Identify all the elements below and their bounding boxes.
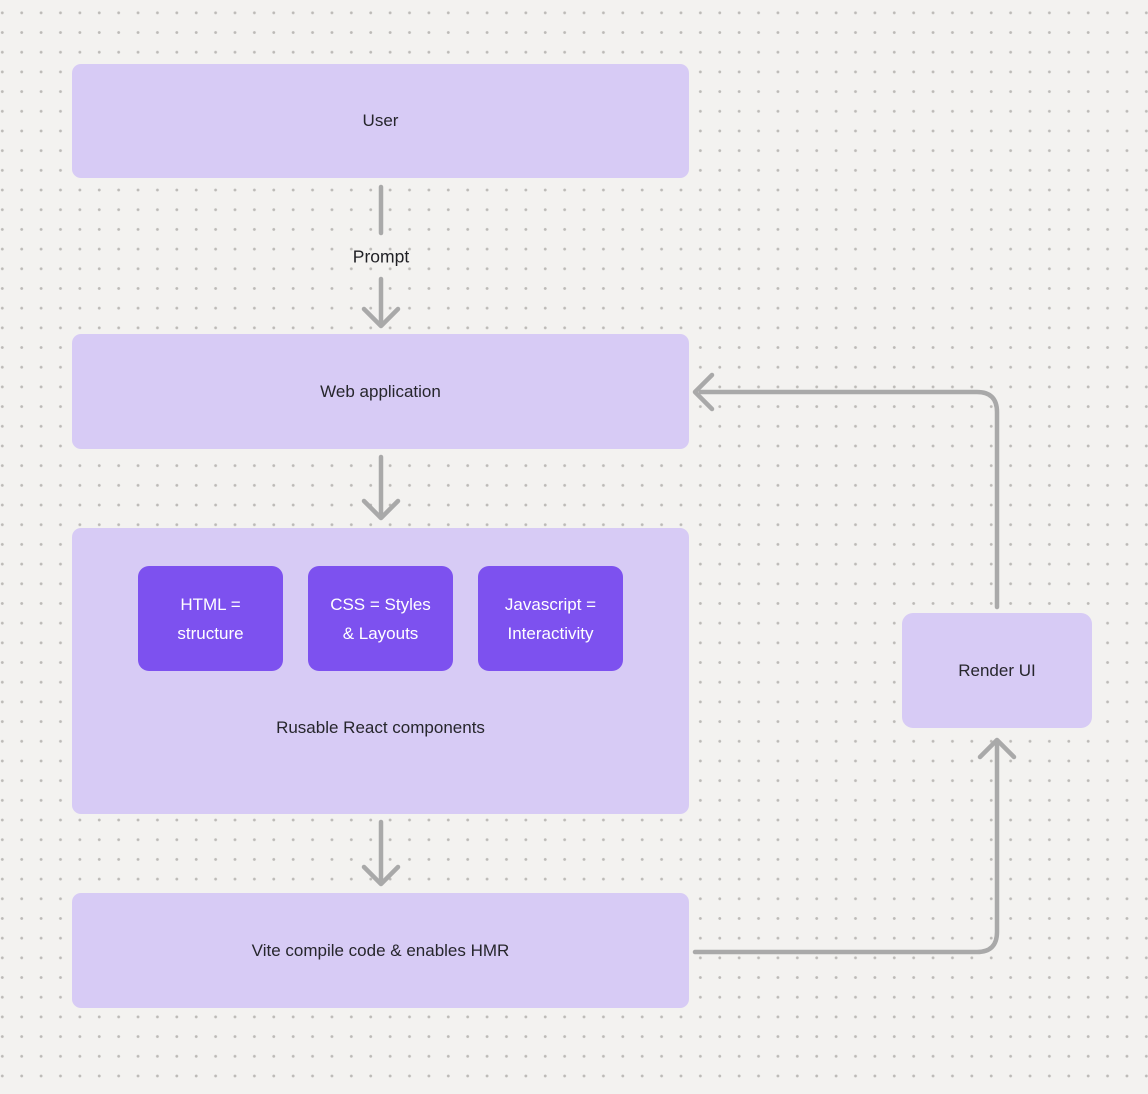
- node-html-label: HTML = structure: [177, 594, 244, 643]
- node-render-ui[interactable]: Render UI: [902, 613, 1092, 728]
- node-user[interactable]: User: [72, 64, 689, 178]
- node-javascript-label: Javascript = Interactivity: [504, 594, 597, 643]
- node-user-label: User: [362, 111, 399, 130]
- edge-vite-to-render-line[interactable]: [692, 742, 1000, 955]
- edge-web-to-components-arrowhead-icon: [361, 498, 401, 521]
- edge-user-to-web-arrowhead-icon: [361, 306, 401, 329]
- node-css[interactable]: CSS = Styles & Layouts: [308, 566, 453, 671]
- edge-render-to-web-line[interactable]: [698, 389, 1000, 610]
- edge-components-to-vite-arrowhead-icon: [361, 864, 401, 887]
- node-web-application[interactable]: Web application: [72, 334, 689, 449]
- node-vite[interactable]: Vite compile code & enables HMR: [72, 893, 689, 1008]
- node-html[interactable]: HTML = structure: [138, 566, 283, 671]
- edge-vite-to-render-arrowhead-icon: [977, 737, 1017, 760]
- node-vite-label: Vite compile code & enables HMR: [251, 940, 510, 960]
- components-caption: Rusable React components: [276, 718, 485, 737]
- edge-render-to-web-arrowhead-icon: [692, 372, 715, 412]
- node-web-application-label: Web application: [320, 381, 441, 401]
- edge-label-prompt[interactable]: Prompt: [352, 246, 410, 267]
- node-css-label: CSS = Styles & Layouts: [330, 594, 431, 643]
- node-render-ui-label: Render UI: [958, 660, 1036, 680]
- node-components-container[interactable]: HTML = structure CSS = Styles & Layouts …: [72, 528, 689, 814]
- node-javascript[interactable]: Javascript = Interactivity: [478, 566, 623, 671]
